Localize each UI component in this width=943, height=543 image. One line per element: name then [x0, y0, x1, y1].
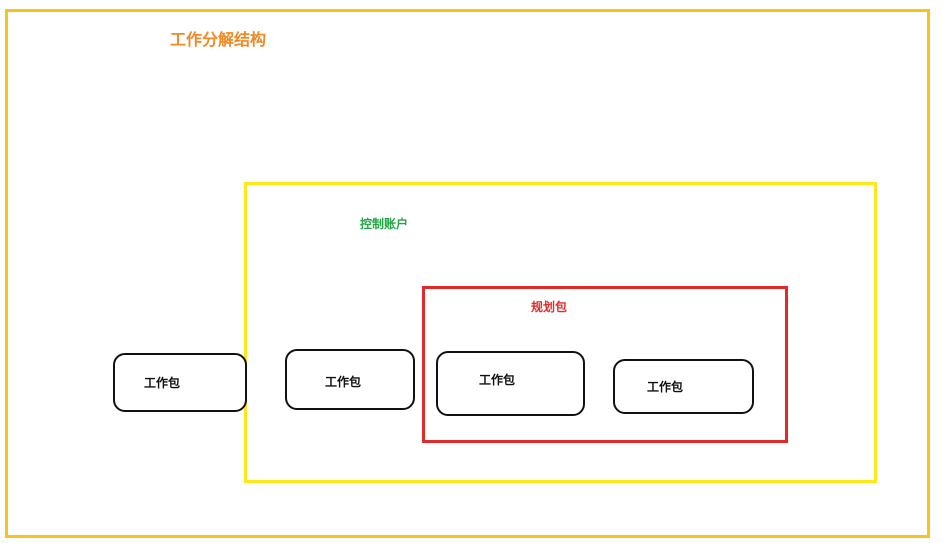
work-package-4: 工作包 [613, 359, 754, 414]
work-package-label: 工作包 [325, 375, 362, 389]
wbs-title: 工作分解结构 [170, 30, 267, 49]
work-package-2: 工作包 [285, 349, 415, 410]
work-package-label: 工作包 [144, 376, 181, 390]
planning-package-title: 规划包 [531, 300, 568, 314]
planning-package-frame [422, 286, 788, 443]
wbs-frame [5, 9, 930, 538]
work-package-1: 工作包 [113, 353, 247, 412]
control-account-frame [244, 182, 877, 483]
control-account-title: 控制账户 [360, 217, 409, 231]
work-package-label: 工作包 [479, 373, 516, 387]
work-package-3: 工作包 [436, 351, 585, 416]
work-package-label: 工作包 [647, 380, 684, 394]
